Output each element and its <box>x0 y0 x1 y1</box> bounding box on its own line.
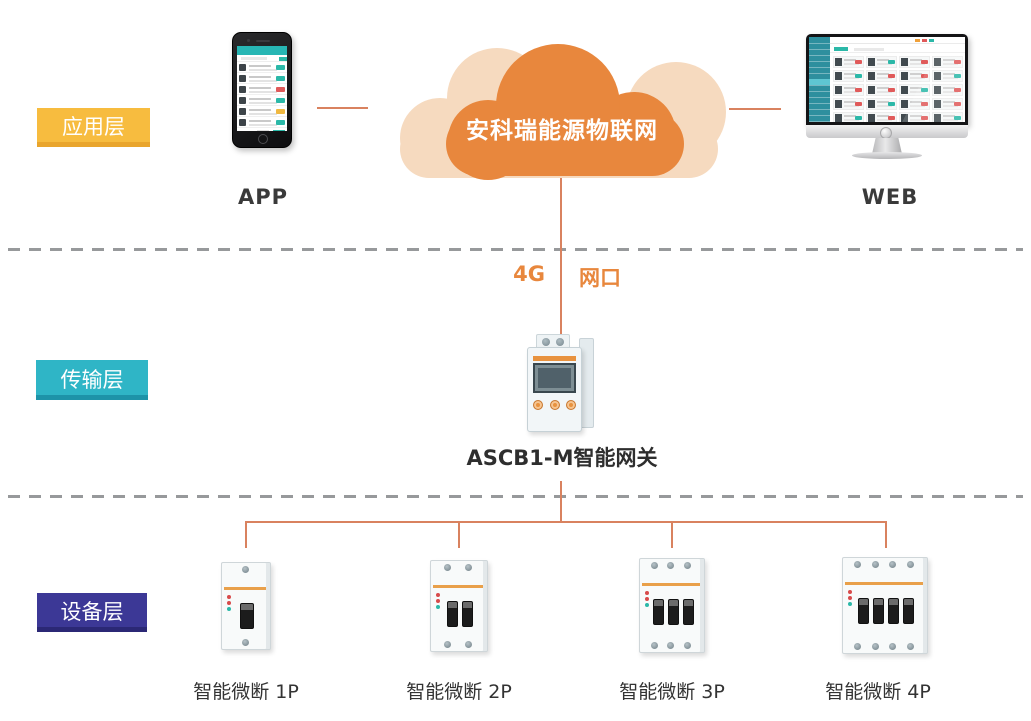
phone-home-button <box>258 134 268 144</box>
layer-badge-device: 设备层 <box>37 593 147 632</box>
monitor-bezel <box>806 34 968 125</box>
gateway-lcd-display <box>533 363 576 393</box>
separator-application-transmission <box>8 248 1023 251</box>
gateway-buttons <box>533 400 576 410</box>
monitor-web-screenshot <box>809 37 965 122</box>
phone-speaker <box>256 40 270 42</box>
monitor-stand-neck <box>872 138 902 154</box>
gateway-label: ASCB1-M智能网关 <box>466 446 658 470</box>
monitor-chin <box>806 125 968 139</box>
phone-app-header-bar <box>237 46 287 55</box>
phone-camera-dot <box>247 39 250 42</box>
monitor-stand-base <box>852 152 922 159</box>
web-toolbar <box>830 45 965 53</box>
layer-badge-application: 应用层 <box>37 108 150 147</box>
port-label-4g: 4G <box>513 262 545 286</box>
connector-app-cloud <box>317 107 368 109</box>
desktop-monitor-image <box>806 34 968 160</box>
cloud-platform-label: 安科瑞能源物联网 <box>466 118 658 144</box>
cloud-platform: 安科瑞能源物联网 <box>396 40 728 180</box>
phone-app-search-bar <box>237 55 287 62</box>
web-topbar <box>830 37 965 44</box>
breaker-1p-label: 智能微断 1P <box>193 681 299 703</box>
phone-app-device-list <box>237 62 287 128</box>
separator-transmission-device <box>8 495 1023 498</box>
phone-app-footer-buttons <box>237 128 287 131</box>
breaker-4p-image <box>842 557 928 654</box>
bus-horizontal-line <box>245 521 887 523</box>
web-sidebar <box>809 37 830 122</box>
gateway-device-image <box>522 330 602 434</box>
breaker-3p-image <box>639 558 705 653</box>
port-label-ethernet: 网口 <box>579 266 621 290</box>
breaker-3p-label: 智能微断 3P <box>619 681 725 703</box>
app-label: APP <box>237 185 289 209</box>
drop-line-breaker-2p <box>458 521 460 548</box>
layer-badge-transmission: 传输层 <box>36 360 148 400</box>
connector-gateway-bus <box>560 481 562 523</box>
connector-cloud-web <box>729 108 781 110</box>
breaker-4p-label: 智能微断 4P <box>825 681 931 703</box>
breaker-2p-label: 智能微断 2P <box>406 681 512 703</box>
drop-line-breaker-1p <box>245 521 247 548</box>
web-label: WEB <box>861 185 919 209</box>
breaker-1p-image <box>221 562 271 650</box>
smartphone-image <box>232 32 292 148</box>
phone-app-screenshot <box>237 46 287 131</box>
breaker-2p-image <box>430 560 488 652</box>
drop-line-breaker-3p <box>671 521 673 548</box>
drop-line-breaker-4p <box>885 521 887 548</box>
web-device-card-grid <box>833 56 963 122</box>
connector-cloud-gateway <box>560 178 562 335</box>
gateway-brand-strip <box>533 356 576 361</box>
